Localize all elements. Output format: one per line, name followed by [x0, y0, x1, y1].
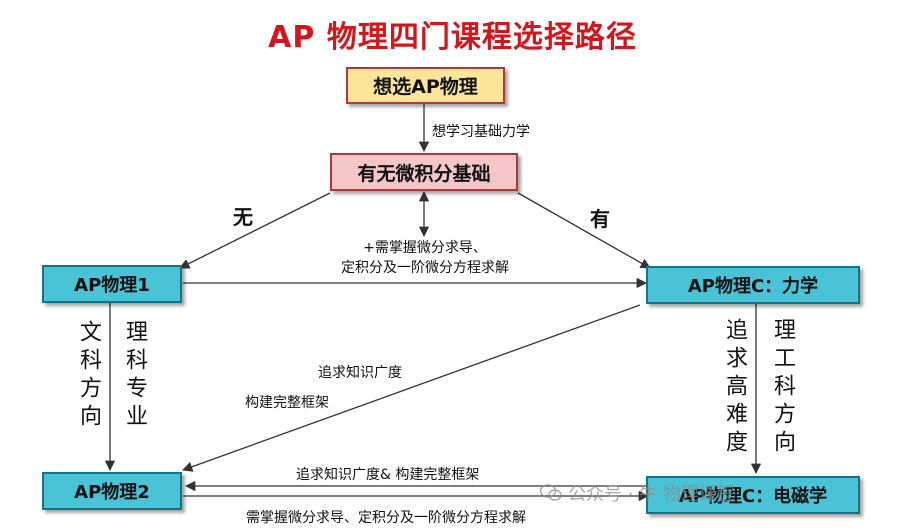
- edge-decision-to-apc-mech: [517, 192, 651, 269]
- watermark-text: 公众号 · 牛 物理课程: [568, 484, 735, 505]
- label-want-mechanics: 想学习基础力学: [432, 124, 530, 140]
- label-breadth-framework: 追求知识广度& 构建完整框架: [296, 467, 480, 483]
- diagram-title: AP 物理四门课程选择路径: [268, 20, 637, 55]
- node-decision: 有无微积分基础: [330, 153, 518, 191]
- label-yes: 有: [590, 207, 610, 231]
- node-ap2: AP物理2: [42, 472, 182, 510]
- node-apc-em: AP物理C：电磁学: [646, 476, 860, 514]
- label-no: 无: [233, 205, 253, 229]
- label-high-difficulty: 追求高难度: [722, 318, 747, 458]
- watermark: 公众号 · 牛 物理课程: [539, 480, 735, 507]
- node-ap1: AP物理1: [42, 265, 182, 303]
- label-calc-bottom: 需掌握微分求导、定积分及一阶微分方程求解: [246, 510, 526, 526]
- label-pursue-breadth: 追求知识广度: [318, 365, 402, 381]
- label-build-framework: 构建完整框架: [245, 395, 329, 411]
- label-calc-line2: 定积分及一阶微分方程求解: [341, 260, 509, 276]
- label-engineering: 理工科方向: [770, 318, 795, 458]
- edge-decision-to-ap1: [179, 192, 331, 269]
- node-start: 想选AP物理: [346, 67, 505, 104]
- label-calc-requirement: +需掌握微分求导、 定积分及一阶微分方程求解: [280, 238, 570, 278]
- label-science-major: 理科专业: [122, 320, 147, 432]
- label-calc-line1: +需掌握微分求导、: [363, 240, 487, 256]
- label-liberal-arts: 文科方向: [76, 320, 101, 432]
- edge-apc-mech-to-ap2: [182, 304, 641, 472]
- node-apc-mech: AP物理C：力学: [646, 266, 860, 304]
- wechat-icon: [539, 483, 562, 507]
